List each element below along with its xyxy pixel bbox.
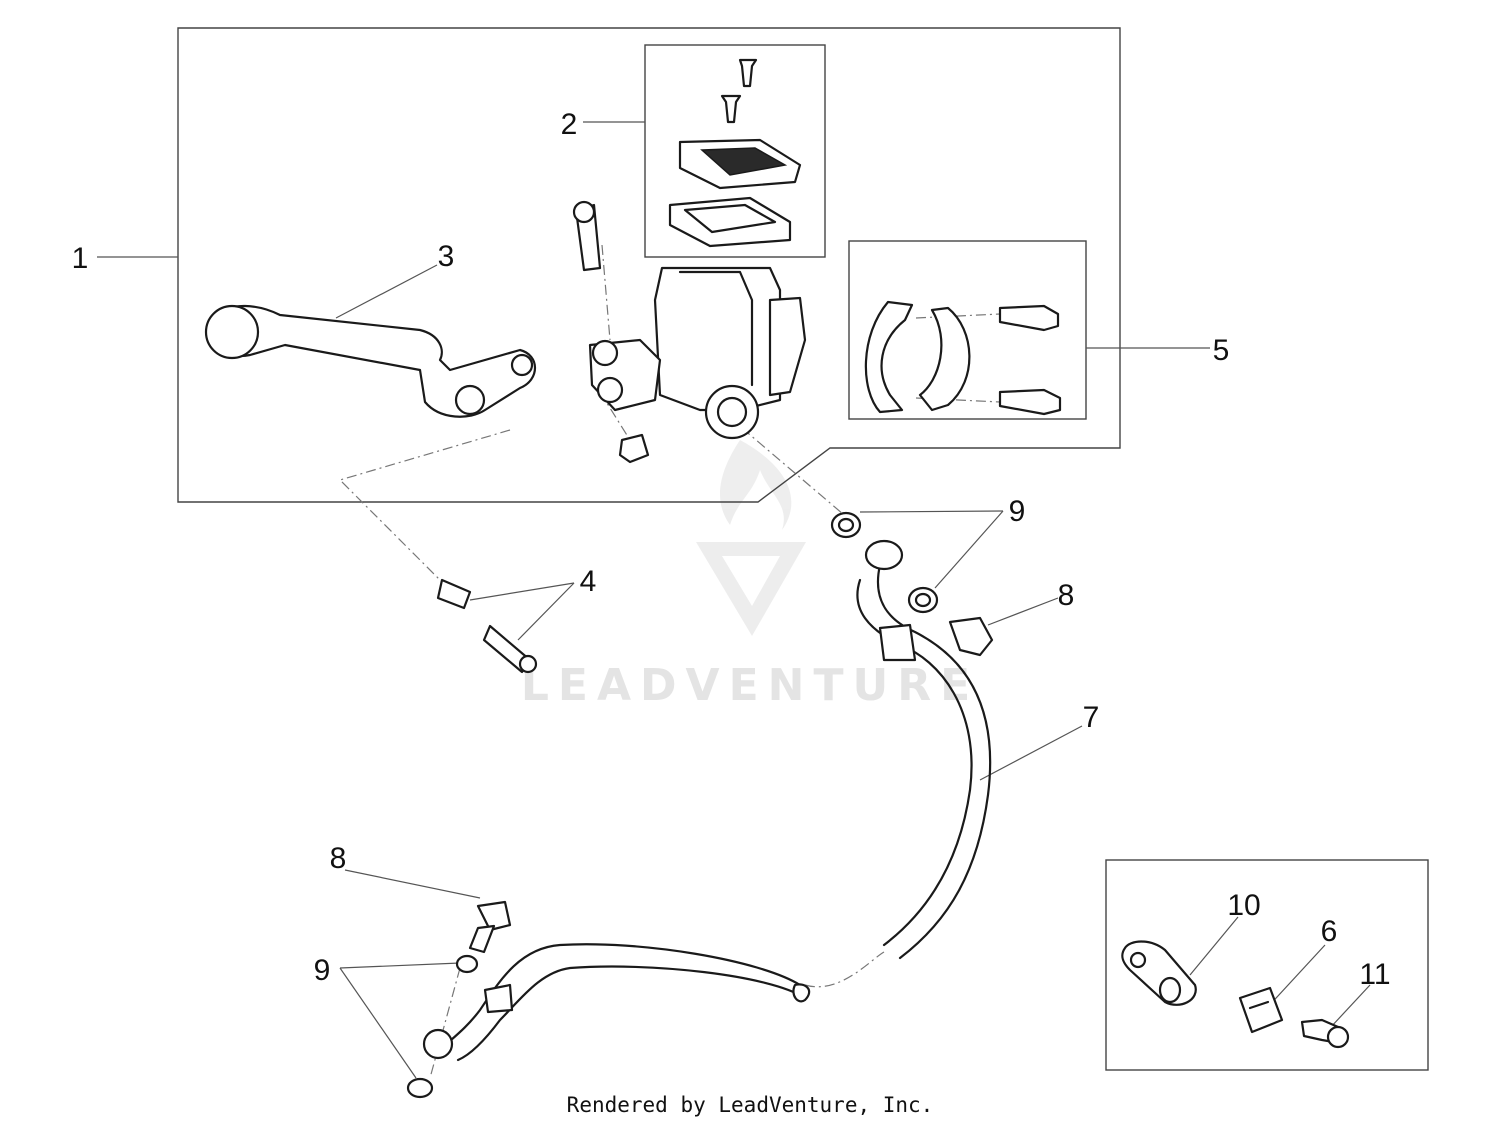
hose-clip-part [1121, 940, 1197, 1006]
callout-2: 2 [561, 108, 578, 141]
watermark-text: LEADVENTURE [521, 660, 979, 711]
callout-3: 3 [438, 240, 455, 273]
brake-hose-part [422, 539, 992, 1062]
callout-6: 6 [1321, 915, 1338, 948]
callout-7: 7 [1083, 701, 1100, 734]
assembly-5-outline [848, 240, 1087, 420]
assembly-2-outline [644, 44, 826, 258]
callout-5: 5 [1213, 334, 1230, 367]
callout-1: 1 [72, 242, 89, 275]
callout-9-lower: 9 [314, 954, 331, 987]
master-cylinder-body-part [572, 200, 807, 464]
callout-11: 11 [1359, 958, 1390, 991]
callout-10: 10 [1227, 889, 1260, 922]
callout-8-lower: 8 [330, 842, 347, 875]
footer-credit: Rendered by LeadVenture, Inc. [566, 1093, 934, 1117]
sealing-washer-part [406, 511, 939, 1099]
spring-clip-part [1238, 986, 1284, 1034]
brake-lever-part [204, 304, 536, 418]
assembly-guide-lines [338, 244, 1001, 1079]
push-rod-part [436, 578, 538, 674]
callout-8-upper: 8 [1058, 579, 1075, 612]
screw-part [1300, 1018, 1350, 1049]
handlebar-clamp-part [864, 300, 1062, 416]
reservoir-cap-kit-part [668, 58, 802, 248]
hardware-box-outline [1105, 859, 1429, 1071]
watermark-logo [696, 440, 806, 636]
callout-9-upper: 9 [1009, 495, 1026, 528]
callout-4: 4 [580, 565, 597, 598]
assembly-1-outline [177, 27, 1121, 503]
leader-lines [97, 121, 1371, 1079]
banjo-bolt-part [468, 616, 994, 954]
